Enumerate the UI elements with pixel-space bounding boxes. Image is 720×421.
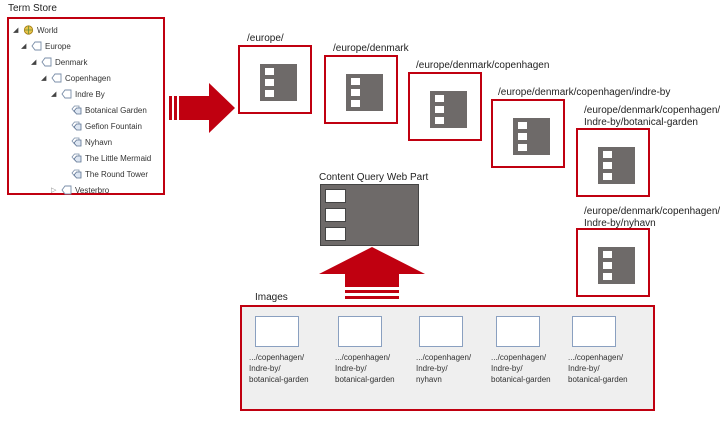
page-layout-icon: [513, 118, 550, 155]
tree-item-label: The Round Tower: [85, 170, 148, 179]
tree-item-label: Nyhavn: [85, 138, 113, 147]
tree-item-label: Europe: [45, 42, 71, 51]
tag-icon: [31, 41, 42, 51]
image-thumbnail[interactable]: [496, 316, 540, 347]
linked-tag-icon: [71, 105, 82, 115]
image-caption: .../copenhagen/Indre-by/botanical-garden: [568, 353, 628, 384]
tree-item-label: Indre By: [75, 90, 105, 99]
tree-item-label: Copenhagen: [65, 74, 111, 83]
page-url-label-line2: Indre-by/nyhavn: [584, 218, 656, 229]
images-library: .../copenhagen/Indre-by/botanical-garden…: [240, 305, 655, 411]
page-box-denmark: [324, 55, 398, 124]
up-arrow-icon: [319, 247, 425, 299]
page-layout-icon: [346, 74, 383, 111]
tree-item-label: World: [37, 26, 58, 35]
page-box-nyhavn: [576, 228, 650, 297]
page-layout-icon: [598, 147, 635, 184]
image-thumbnail[interactable]: [255, 316, 299, 347]
term-store-title: Term Store: [8, 3, 57, 14]
term-store-panel: ◢ World ◢ Europe ◢ Denmark ◢ Copenhagen …: [7, 17, 165, 195]
expanded-triangle-icon[interactable]: ◢: [41, 75, 47, 82]
cqwp-item-icon: [325, 208, 346, 222]
page-url-label: /europe/denmark: [333, 43, 409, 54]
term-store-icon: [23, 25, 34, 35]
tree-item-label: Vesterbro: [75, 186, 110, 195]
cqwp-title: Content Query Web Part: [319, 172, 429, 183]
image-thumbnail[interactable]: [338, 316, 382, 347]
expanded-triangle-icon[interactable]: ◢: [51, 91, 57, 98]
page-box-copenhagen: [408, 72, 482, 141]
content-query-web-part: [320, 184, 419, 246]
image-caption: .../copenhagen/Indre-by/nyhavn: [416, 353, 472, 384]
cqwp-item-icon: [325, 189, 346, 203]
linked-tag-icon: [71, 169, 82, 179]
tag-icon: [61, 89, 72, 99]
page-box-europe: [238, 45, 312, 114]
tag-icon: [51, 73, 62, 83]
image-caption: .../copenhagen/Indre-by/botanical-garden: [491, 353, 551, 384]
tree-item-label: Gefion Fountain: [85, 122, 142, 131]
tag-icon: [61, 185, 72, 195]
tree-item-label: The Little Mermaid: [85, 154, 152, 163]
image-caption: .../copenhagen/Indre-by/botanical-garden: [335, 353, 395, 384]
linked-tag-icon: [71, 121, 82, 131]
linked-tag-icon: [71, 153, 82, 163]
page-box-indre-by: [491, 99, 565, 168]
tree-item-label: Denmark: [55, 58, 88, 67]
image-thumbnail[interactable]: [419, 316, 463, 347]
images-title: Images: [255, 292, 288, 303]
tree-item-label: Botanical Garden: [85, 106, 147, 115]
expanded-triangle-icon[interactable]: ◢: [21, 43, 27, 50]
right-arrow-icon: [169, 83, 235, 133]
page-url-label: /europe/denmark/copenhagen/: [584, 105, 720, 116]
cqwp-item-icon: [325, 227, 346, 241]
page-layout-icon: [598, 247, 635, 284]
linked-tag-icon: [71, 137, 82, 147]
page-url-label: /europe/denmark/copenhagen/indre-by: [498, 87, 671, 98]
page-url-label-line2: Indre-by/botanical-garden: [584, 117, 698, 128]
tag-icon: [41, 57, 52, 67]
page-url-label: /europe/denmark/copenhagen/: [584, 206, 720, 217]
expanded-triangle-icon[interactable]: ◢: [31, 59, 37, 66]
page-layout-icon: [260, 64, 297, 101]
image-thumbnail[interactable]: [572, 316, 616, 347]
image-caption: .../copenhagen/Indre-by/botanical-garden: [249, 353, 309, 384]
page-layout-icon: [430, 91, 467, 128]
page-url-label: /europe/: [247, 33, 284, 44]
page-url-label: /europe/denmark/copenhagen: [416, 60, 550, 71]
expanded-triangle-icon[interactable]: ◢: [13, 27, 19, 34]
collapsed-triangle-icon[interactable]: ▷: [51, 187, 57, 194]
page-box-botanical-garden: [576, 128, 650, 197]
